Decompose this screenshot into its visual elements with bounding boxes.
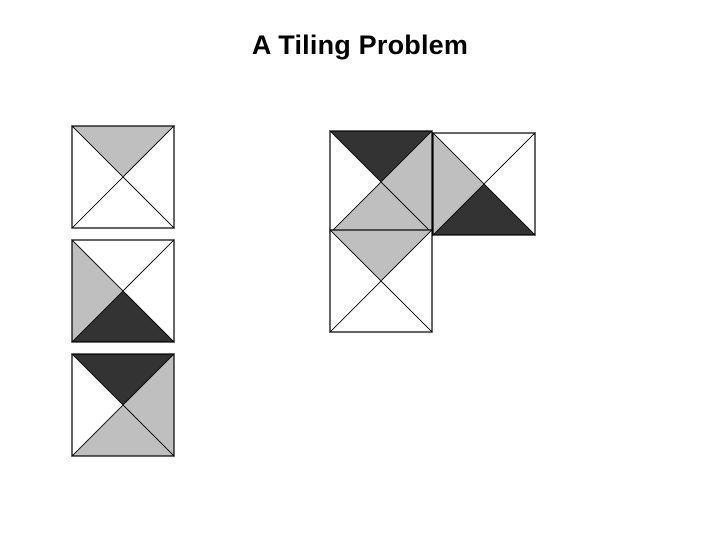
tile-type-2 bbox=[71, 239, 175, 343]
tile-type-3 bbox=[71, 353, 175, 457]
tile-border bbox=[71, 125, 175, 229]
placed-tile-bottom-left bbox=[329, 229, 433, 333]
wang-tile bbox=[71, 125, 175, 229]
slide-title: A Tiling Problem bbox=[251, 30, 469, 60]
tile-border bbox=[329, 229, 433, 333]
wang-tile bbox=[71, 239, 175, 343]
tile-border bbox=[71, 353, 175, 457]
placed-tile-top-left bbox=[329, 130, 433, 234]
tile-border bbox=[71, 239, 175, 343]
wang-tile bbox=[329, 130, 433, 234]
wang-tile bbox=[71, 353, 175, 457]
wang-tile bbox=[432, 132, 536, 236]
tile-type-1 bbox=[71, 125, 175, 229]
placed-tile-top-right bbox=[432, 132, 536, 236]
wang-tile bbox=[329, 229, 433, 333]
tile-border bbox=[432, 132, 536, 236]
